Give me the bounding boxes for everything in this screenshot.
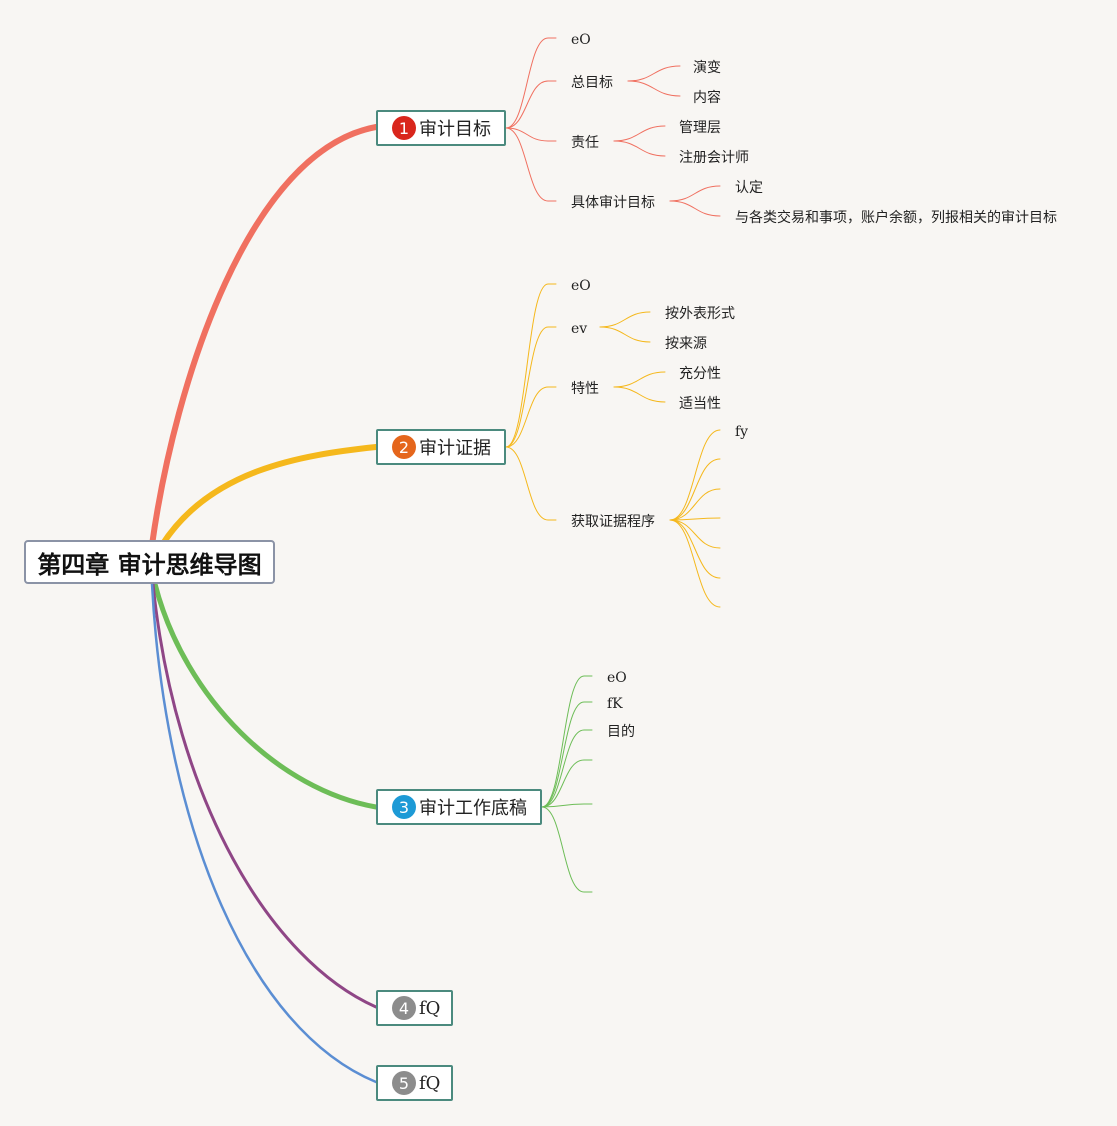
leaf-connector [613, 371, 666, 388]
subtopic-connector [505, 446, 557, 521]
topic-label: 审计目标 [419, 119, 491, 140]
subtopic-connector [505, 283, 557, 448]
root-topic[interactable]: 第四章 审计思维导图 [24, 540, 275, 584]
branch-connector-2 [159, 444, 379, 548]
leaf-connector [669, 200, 721, 217]
leaf-connector [669, 519, 721, 579]
topic-5[interactable]: 5 fQ [376, 1065, 453, 1101]
topic-4[interactable]: 4 fQ [376, 990, 453, 1026]
subtopic-connector [541, 701, 593, 808]
subtopic-connector [505, 127, 557, 202]
subtopic-connector [541, 729, 593, 808]
number-badge: 3 [392, 795, 416, 819]
subtopic[interactable]: 具体审计目标 [571, 195, 655, 211]
leaf-connector [613, 386, 666, 403]
subtopic[interactable]: ev [571, 321, 588, 337]
leaf-topic[interactable]: 适当性 [679, 396, 721, 412]
subtopic[interactable]: 目的 [607, 724, 635, 740]
leaf-connector [613, 125, 666, 142]
subtopic[interactable]: fK [607, 696, 623, 712]
leaf-connector [599, 326, 651, 343]
leaf-connector [669, 517, 721, 521]
subtopic-connector [505, 80, 557, 129]
subtopic[interactable]: 特性 [571, 381, 599, 397]
topic-audit-objective[interactable]: 1 审计目标 [376, 110, 506, 146]
subtopic[interactable]: eO [571, 32, 591, 48]
subtopic-connector [541, 806, 593, 893]
subtopic-connector [505, 127, 557, 142]
subtopic-connector [541, 759, 593, 808]
branch-connector-1 [149, 124, 379, 548]
branch-connector-5 [150, 582, 378, 1084]
leaf-connector [627, 80, 681, 97]
subtopic-connector [505, 37, 557, 129]
number-badge: 1 [392, 116, 416, 140]
subtopic-connector [505, 326, 557, 448]
subtopic[interactable]: 总目标 [571, 75, 613, 91]
subtopic[interactable]: eO [607, 670, 627, 686]
leaf-topic[interactable]: 充分性 [679, 366, 721, 382]
leaf-topic[interactable]: 认定 [735, 180, 763, 196]
leaf-connector [669, 519, 721, 608]
subtopic-connector [541, 803, 593, 808]
leaf-topic[interactable]: 管理层 [679, 120, 721, 136]
leaf-connector [669, 488, 721, 521]
number-badge: 4 [392, 996, 416, 1020]
leaf-connector [669, 429, 721, 521]
topic-audit-evidence[interactable]: 2 审计证据 [376, 429, 506, 465]
topic-label: 审计证据 [419, 438, 491, 459]
branch-connector-4 [151, 582, 378, 1009]
leaf-topic[interactable]: 内容 [693, 90, 721, 106]
root-topic-title: 第四章 审计思维导图 [37, 550, 262, 579]
leaf-topic[interactable]: fy [735, 424, 749, 440]
leaf-topic[interactable]: 注册会计师 [679, 150, 749, 166]
topic-audit-working-papers[interactable]: 3 审计工作底稿 [376, 789, 542, 825]
subtopic[interactable]: 获取证据程序 [571, 514, 655, 530]
leaf-topic[interactable]: 按来源 [665, 336, 707, 352]
branch-connector-3 [152, 581, 379, 810]
leaf-connector [613, 140, 666, 157]
leaf-connector [599, 311, 651, 328]
leaf-connector [669, 519, 721, 549]
subtopic-connector [541, 675, 593, 808]
leaf-connector [627, 65, 681, 82]
leaf-topic[interactable]: 与各类交易和事项，账户余额，列报相关的审计目标 [735, 210, 1057, 226]
number-badge: 5 [392, 1071, 416, 1095]
topic-label: 审计工作底稿 [419, 798, 527, 819]
topic-label: fQ [419, 997, 441, 1019]
number-badge: 2 [392, 435, 416, 459]
leaf-topic[interactable]: 按外表形式 [665, 306, 735, 322]
leaf-connector [669, 185, 721, 202]
subtopic-connector [505, 386, 557, 448]
leaf-topic[interactable]: 演变 [693, 60, 721, 76]
subtopic[interactable]: eO [571, 278, 591, 294]
leaf-connector [669, 458, 721, 521]
subtopic[interactable]: 责任 [571, 135, 599, 151]
topic-label: fQ [419, 1072, 441, 1094]
